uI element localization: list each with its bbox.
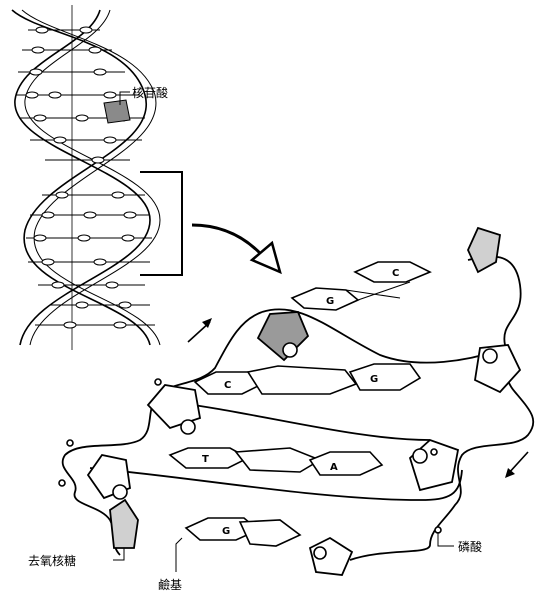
base-letters: C G C G T A G [202, 268, 399, 537]
sugar-ring [475, 345, 520, 392]
label-phosphate: 磷酸 [458, 539, 482, 554]
base-letter-g-upper: G [326, 296, 334, 307]
label-base: 鹼基 [158, 577, 182, 592]
sugar-ring [410, 440, 458, 490]
base-letter-a: A [330, 462, 338, 473]
double-helix [12, 5, 160, 350]
base-letter-g-mid: G [370, 374, 378, 385]
sugar-ring [468, 228, 500, 272]
sugar-ring [110, 500, 138, 548]
leader-base [176, 538, 182, 572]
base-letter-t: T [202, 454, 209, 465]
base-letter-c-top: C [392, 268, 399, 279]
label-nucleotide: 核苷酸 [132, 85, 168, 100]
strand-direction-arrow-up [188, 318, 212, 342]
leader-phosphate [438, 532, 454, 546]
base-letter-c-mid: C [224, 380, 231, 391]
helix-bracket [140, 172, 182, 275]
base-letter-g-bottom: G [222, 526, 230, 537]
magnify-arrow [192, 225, 280, 272]
strand-direction-arrow-down [505, 452, 528, 478]
base-rings [170, 262, 430, 546]
label-deoxyribose: 去氧核糖 [28, 553, 76, 568]
nucleotide-highlight [104, 100, 130, 123]
sugar-rings [88, 228, 520, 575]
